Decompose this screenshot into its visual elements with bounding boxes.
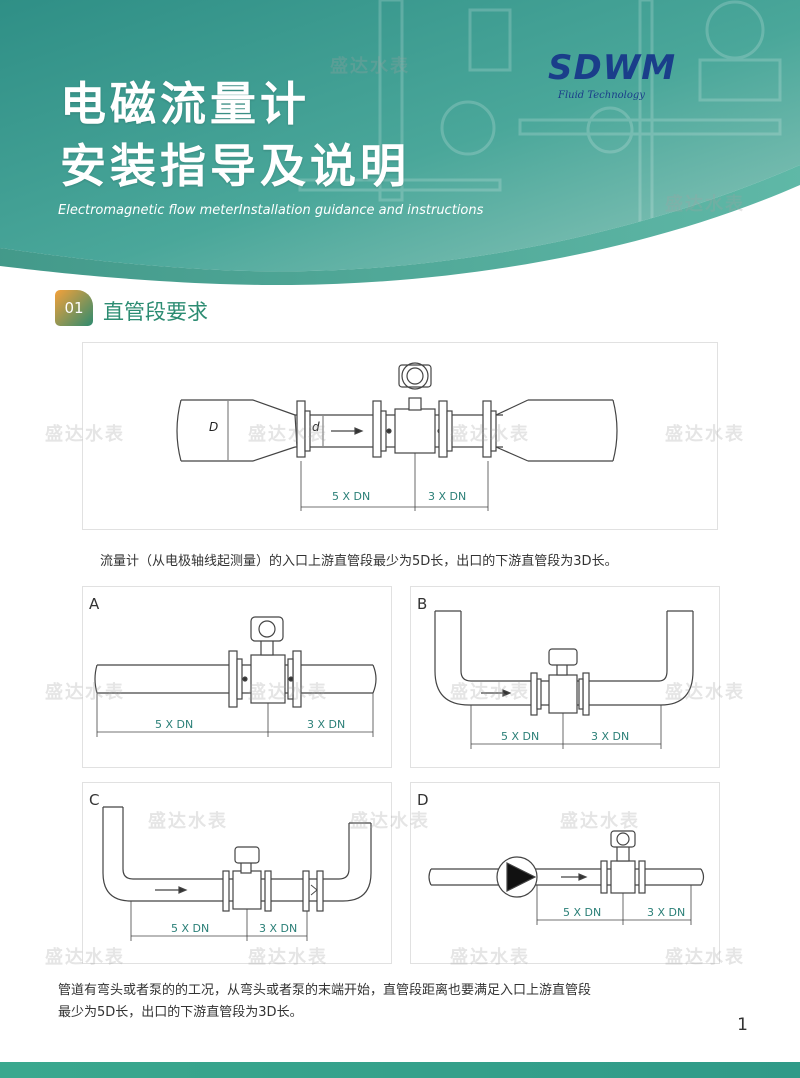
panel-c-label: C [89,791,100,809]
panel-d-label: D [417,791,429,809]
watermark: 盛达水表 [148,811,228,832]
watermark: 盛达水表 [450,947,530,968]
diagram-a [94,616,377,737]
panel-a-downstream: 3 X DN [307,718,346,731]
title-line-1: 电磁流量计 [60,77,310,131]
footer-bar [0,1062,800,1078]
panel-c-upstream: 5 X DN [171,922,210,935]
watermark: 盛达水表 [560,811,640,832]
logo-sub: Fluid Technology [558,90,645,101]
title-line-2: 安装指导及说明 [60,139,410,193]
caption-first: 流量计（从电极轴线起测量）的入口上游直管段最少为5D长，出口的下游直管段为3D长… [100,554,618,569]
watermark: 盛达水表 [248,947,328,968]
main-diagram [176,362,618,511]
caption-second-line1: 管道有弯头或者泵的的工况，从弯头或者泵的末端开始，直管段距离也要满足入口上游直管… [58,983,592,998]
header-banner: 电磁流量计 安装指导及说明 Electromagnetic flow meter… [0,0,800,286]
watermark: 盛达水表 [450,682,530,703]
section-number-badge: 01 [55,290,93,326]
watermark: 盛达水表 [665,947,745,968]
diagram-panel-a: A 5 X DN 3 X DN [82,586,392,768]
caption-second-line2: 最少为5D长，出口的下游直管段为3D长。 [58,1005,303,1020]
watermark: 盛达水表 [330,56,410,77]
watermark: 盛达水表 [45,682,125,703]
logo-text: SDWM [548,48,677,88]
panel-c-downstream: 3 X DN [259,922,298,935]
header-background [0,0,800,286]
subtitle: Electromagnetic flow meterInstallation g… [58,203,484,218]
panel-d-upstream: 5 X DN [563,906,602,919]
company-logo: SDWM Fluid Technology [548,48,688,110]
main-diagram-panel: D d 5 X DN 3 X DN [82,342,718,530]
panel-a-label: A [89,595,100,613]
diagram-d [428,830,705,925]
page-number: 1 [737,1015,748,1035]
panel-b-label: B [417,595,428,613]
panel-d-downstream: 3 X DN [647,906,686,919]
main-upstream-label: 5 X DN [332,490,371,503]
diagram-panel-c: C 5 X DN 3 X DN [82,782,392,964]
diagram-panel-b: B 5 X DN 3 X DN [410,586,720,768]
watermark: 盛达水表 [665,682,745,703]
watermark: 盛达水表 [248,424,328,445]
main-downstream-label: 3 X DN [428,490,467,503]
diameter-small-label: d [312,420,320,434]
watermark: 盛达水表 [248,682,328,703]
watermark: 盛达水表 [45,947,125,968]
diameter-big-label: D [209,420,219,434]
diagram-b [434,610,694,749]
watermark: 盛达水表 [450,424,530,445]
section-title: 直管段要求 [103,300,208,324]
watermark: 盛达水表 [45,424,125,445]
panel-b-upstream: 5 X DN [501,730,540,743]
watermark: 盛达水表 [665,424,745,445]
panel-a-upstream: 5 X DN [155,718,194,731]
diagram-panel-d: D 5 X DN 3 X DN [410,782,720,964]
watermark: 盛达水表 [665,194,745,215]
panel-b-downstream: 3 X DN [591,730,630,743]
diagram-c [102,806,372,941]
watermark: 盛达水表 [350,811,430,832]
